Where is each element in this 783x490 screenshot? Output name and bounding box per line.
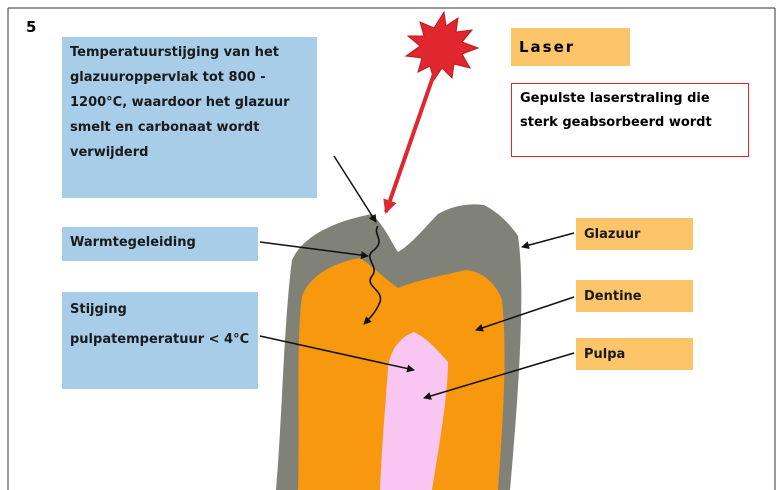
temperature-callout-line [334,156,376,222]
figure-number: 5 [26,18,36,36]
enamel-callout-line [522,233,574,247]
laser-burst-icon [406,12,478,80]
temperature-rise-label: Temperatuurstijging van het glazuuropper… [62,37,317,198]
laser-beam-arrow [386,74,434,212]
laser-label: Laser [511,28,630,66]
pulp-temp-rise-label: Stijging pulpatemperatuur < 4°C [62,292,258,389]
dentine-label: Dentine [576,280,693,312]
pulp-label: Pulpa [576,338,693,370]
enamel-label: Glazuur [576,218,693,250]
pulsed-laser-label: Gepulste laserstraling die sterk geabsor… [511,83,749,157]
heat-conduction-label: Warmtegeleiding [62,227,258,261]
